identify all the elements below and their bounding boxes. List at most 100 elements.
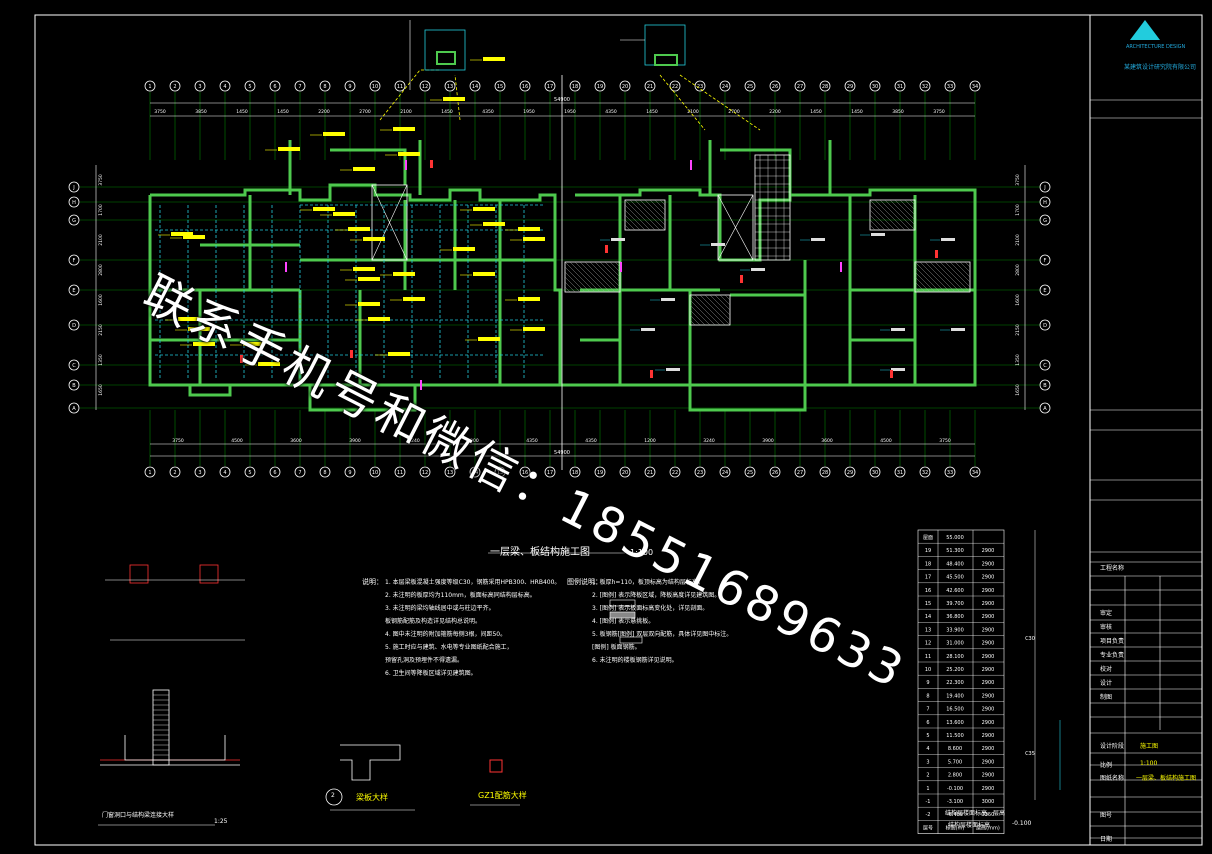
- hatch: [899, 199, 916, 216]
- grid-bubble-top: [919, 80, 931, 92]
- dim-left: 3750: [98, 174, 104, 186]
- hatch: [634, 199, 666, 231]
- level-table-height: 2900: [982, 561, 995, 567]
- grid-label-right: E: [1043, 288, 1046, 294]
- grid-label-top: 19: [597, 84, 603, 90]
- grid-bubble-bottom: [719, 466, 731, 478]
- hatch: [929, 261, 961, 293]
- annotation-text-block: [243, 342, 265, 346]
- note-item: 4. [图例] 表示悬挑板。: [592, 618, 655, 625]
- grid-bubble-top: [869, 80, 881, 92]
- level-table-height: 2900: [982, 680, 995, 686]
- tb-role-label: 项目负责: [1100, 638, 1125, 645]
- red-marker: [740, 275, 743, 283]
- hatch: [689, 314, 701, 326]
- dim-bottom: 4500: [231, 438, 243, 444]
- hatch: [869, 209, 891, 231]
- annotation-text-block: [358, 302, 380, 306]
- level-table-floor: 6: [926, 720, 929, 726]
- grid-bubble-top: [519, 80, 531, 92]
- grid-label-bottom: 12: [422, 470, 428, 476]
- hatch: [624, 209, 646, 231]
- detail-footing: [124, 735, 226, 761]
- dim-top: 3850: [195, 109, 207, 115]
- wall-int: [688, 290, 807, 412]
- hatch: [594, 261, 621, 288]
- detail2-number: 2: [331, 792, 335, 799]
- magenta-marker: [840, 262, 842, 272]
- level-table-floor: 9: [926, 680, 929, 686]
- grid-label-bottom: 26: [772, 470, 778, 476]
- detail2-title: 梁板大样: [356, 793, 388, 802]
- grid-bubble-top: [294, 80, 306, 92]
- grid-bubble-bottom: [519, 466, 531, 478]
- dim-top: 1950: [523, 109, 535, 115]
- annotation-text-block: [403, 297, 425, 301]
- dim-left: 2150: [98, 324, 104, 336]
- grid-label-bottom: 8: [323, 470, 326, 476]
- grid-label-top: 32: [922, 84, 928, 90]
- level-table-height: 2900: [982, 733, 995, 739]
- annotation-text-block: [453, 247, 475, 251]
- grid-label-bottom: 9: [348, 470, 351, 476]
- level-table-floor: 8: [926, 693, 929, 699]
- grid-bubble-top: [644, 80, 656, 92]
- grid-bubble-bottom: [144, 466, 156, 478]
- magenta-marker: [420, 380, 422, 390]
- hatch: [714, 294, 731, 311]
- level-table-elev: 33.900: [946, 627, 964, 633]
- grid-label-top: 30: [872, 84, 878, 90]
- grid-label-bottom: 4: [223, 470, 226, 476]
- dim-bottom: 3900: [349, 438, 361, 444]
- grid-bubble-bottom: [844, 466, 856, 478]
- level-table-floor: 4: [926, 746, 929, 752]
- annotation-text-block: [523, 327, 545, 331]
- grid-label-bottom: 31: [897, 470, 903, 476]
- grid-bubble-top: [719, 80, 731, 92]
- outer-frame: [34, 14, 1203, 846]
- dim-top: 2200: [769, 109, 781, 115]
- dim-bottom: 3750: [172, 438, 184, 444]
- grid-label-top: 5: [248, 84, 251, 90]
- grid-label-top: 15: [497, 84, 503, 90]
- grid-label-top: 25: [747, 84, 753, 90]
- hatch: [914, 286, 921, 293]
- hatch: [949, 261, 971, 283]
- callout-line: [679, 74, 761, 131]
- shaft-x-line: [371, 184, 408, 261]
- hatch: [604, 261, 621, 278]
- grid-label-top: 23: [697, 84, 703, 90]
- level-table-height: 2900: [982, 693, 995, 699]
- tb-date-label: 日期: [1100, 836, 1113, 843]
- hatch: [939, 261, 971, 293]
- dim-left: 1350: [98, 354, 104, 366]
- level-table-elev: 13.600: [946, 720, 964, 726]
- grid-bubble-bottom: [369, 466, 381, 478]
- grid-label-top: 2: [173, 84, 176, 90]
- hatch: [964, 261, 971, 268]
- grid-label-top: 29: [847, 84, 853, 90]
- detail3-title: GZ1配筋大样: [478, 791, 527, 800]
- level-table-elev: 51.300: [946, 548, 964, 554]
- dim-right: 3750: [1015, 174, 1021, 186]
- level-table-caption2-value: -0.100: [1012, 820, 1032, 827]
- grid-label-top: 6: [273, 84, 276, 90]
- red-marker: [890, 370, 893, 378]
- hatch: [869, 214, 886, 231]
- annotation-text-block: [363, 237, 385, 241]
- grid-label-left: J: [72, 185, 74, 191]
- dim-bottom: 3240: [703, 438, 715, 444]
- level-table-caption: 结构层楼面标高、层高: [945, 810, 1006, 817]
- wall-shaft: [330, 148, 407, 185]
- annotation-text-block: [483, 57, 505, 61]
- hatch: [584, 261, 616, 293]
- dim-left: 2800: [98, 264, 104, 276]
- grid-bubble-bottom: [569, 466, 581, 478]
- annotation-text-block: [891, 328, 905, 331]
- hatch: [914, 271, 936, 293]
- red-marker: [935, 250, 938, 258]
- annotation-text-block: [183, 235, 205, 239]
- note-item: 板钢筋配筋及构造详见结构总说明。: [385, 618, 482, 625]
- dim-bottom: 3600: [821, 438, 833, 444]
